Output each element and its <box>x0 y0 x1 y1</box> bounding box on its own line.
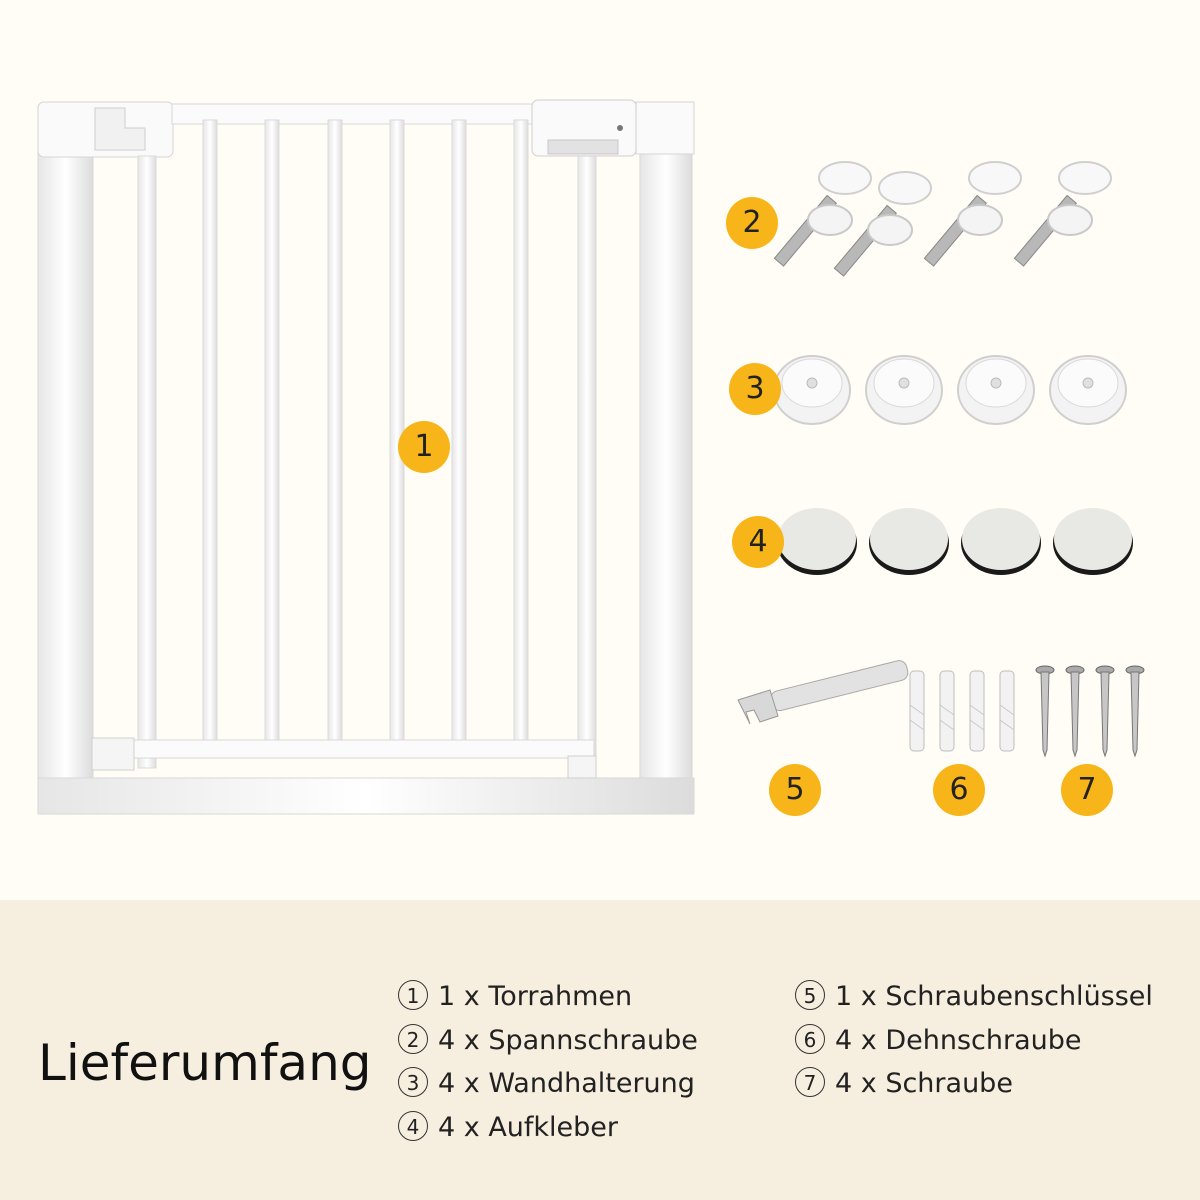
badge-2: 2 <box>726 197 778 249</box>
list-item-3: 3 4 x Wandhalterung <box>398 1067 695 1099</box>
wrench-image <box>737 660 909 725</box>
list-item-4: 4 4 x Aufkleber <box>398 1111 618 1143</box>
badge-1: 1 <box>398 421 450 473</box>
screws-image <box>1035 665 1145 758</box>
list-text-2: 4 x Spannschraube <box>438 1025 698 1056</box>
list-number-6: 6 <box>795 1024 825 1054</box>
gate-frame-image <box>37 99 695 815</box>
list-number-2: 2 <box>398 1024 428 1054</box>
list-text-3: 4 x Wandhalterung <box>438 1068 695 1099</box>
wall-plugs-image <box>909 670 1015 752</box>
tension-screws-image <box>773 161 1112 278</box>
list-number-3: 3 <box>398 1067 428 1097</box>
stickers-image <box>777 508 1133 575</box>
list-item-2: 2 4 x Spannschraube <box>398 1024 698 1056</box>
list-text-5: 1 x Schraubenschlüssel <box>835 981 1153 1012</box>
list-number-5: 5 <box>795 980 825 1010</box>
badge-7: 7 <box>1061 764 1113 816</box>
list-text-1: 1 x Torrahmen <box>438 981 633 1012</box>
contents-title: Lieferumfang <box>38 1034 372 1092</box>
list-text-6: 4 x Dehnschraube <box>835 1025 1082 1056</box>
list-number-1: 1 <box>398 980 428 1010</box>
list-number-7: 7 <box>795 1067 825 1097</box>
list-number-4: 4 <box>398 1111 428 1141</box>
list-text-4: 4 x Aufkleber <box>438 1112 619 1143</box>
list-item-5: 5 1 x Schraubenschlüssel <box>795 980 1153 1012</box>
list-text-7: 4 x Schraube <box>835 1068 1013 1099</box>
contents-panel <box>0 900 1200 1200</box>
badge-3: 3 <box>729 363 781 415</box>
product-image-area: 1 2 3 4 5 6 7 <box>37 99 1145 816</box>
list-item-6: 6 4 x Dehnschraube <box>795 1024 1081 1056</box>
wall-mounts-image <box>773 355 1127 425</box>
list-item-7: 7 4 x Schraube <box>795 1067 1013 1099</box>
badge-4: 4 <box>732 516 784 568</box>
list-item-1: 1 1 x Torrahmen <box>398 980 632 1012</box>
badge-5: 5 <box>769 764 821 816</box>
badge-6: 6 <box>933 764 985 816</box>
